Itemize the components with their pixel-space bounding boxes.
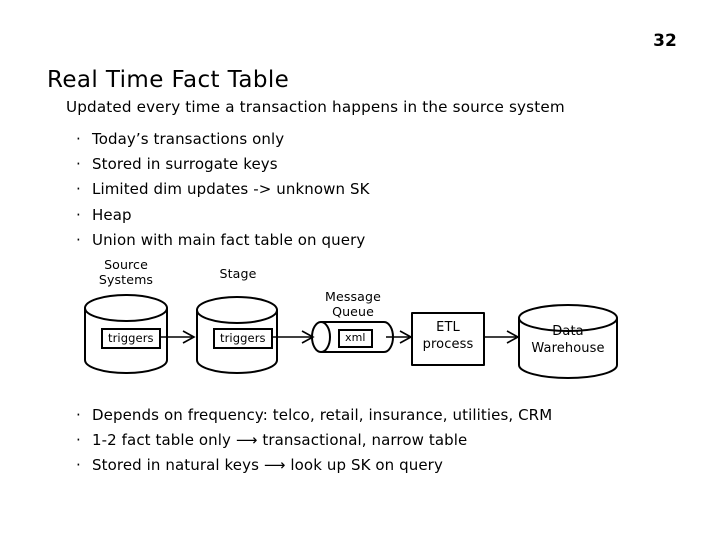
etl-process-label: ETL process — [412, 320, 484, 353]
page-number: 32 — [653, 31, 677, 51]
list-item: · Union with main fact table on query — [74, 228, 370, 253]
list-item-label: Stored in natural keys ⟶ look up SK on q… — [92, 456, 443, 474]
xml-payload-box: xml — [338, 329, 373, 348]
list-item-label: Stored in surrogate keys — [92, 155, 278, 174]
message-queue-label-line2: Queue — [332, 304, 374, 319]
list-item: · Limited dim updates -> unknown SK — [74, 177, 370, 202]
list-item: · Stored in natural keys ⟶ look up SK on… — [74, 453, 552, 478]
top-bullet-list: · Today’s transactions only · Stored in … — [74, 127, 370, 253]
slide-subtitle: Updated every time a transaction happens… — [66, 98, 565, 116]
list-item: · Heap — [74, 203, 370, 228]
source-systems-label-line2: Systems — [98, 272, 154, 287]
list-item: · Today’s transactions only — [74, 127, 370, 152]
connector-arrows — [155, 330, 520, 344]
data-warehouse-label-line2: Warehouse — [531, 340, 605, 356]
pipeline-diagram: Source Systems Stage Message Queue trigg… — [0, 252, 720, 397]
stage-triggers-box: triggers — [213, 328, 273, 349]
source-systems-label-line1: Source — [104, 257, 148, 272]
bullet-dot-icon: · — [76, 180, 81, 199]
list-item-label: Union with main fact table on query — [92, 230, 366, 249]
bottom-bullet-list: · Depends on frequency: telco, retail, i… — [74, 403, 552, 478]
etl-process-label-line1: ETL — [436, 320, 460, 335]
list-item: · 1-2 fact table only ⟶ transactional, n… — [74, 428, 552, 453]
data-warehouse-cylinder — [518, 304, 618, 379]
list-item: · Stored in surrogate keys — [74, 152, 370, 177]
list-item: · Depends on frequency: telco, retail, i… — [74, 403, 552, 428]
page-title: Real Time Fact Table — [47, 67, 290, 94]
list-item-label: Limited dim updates -> unknown SK — [92, 180, 370, 199]
bullet-dot-icon: · — [76, 230, 81, 249]
list-item-label: 1-2 fact table only ⟶ transactional, nar… — [92, 431, 468, 449]
list-item-label: Today’s transactions only — [92, 130, 285, 148]
bullet-dot-icon: · — [76, 155, 81, 174]
list-item-label: Depends on frequency: telco, retail, ins… — [92, 406, 553, 424]
bullet-dot-icon: · — [76, 456, 81, 474]
message-queue-label-line1: Message — [325, 289, 381, 304]
stage-label: Stage — [219, 266, 257, 281]
etl-process-label-line2: process — [422, 336, 474, 352]
data-warehouse-label: Data Warehouse — [518, 324, 618, 357]
source-systems-label: Source Systems — [66, 257, 186, 287]
etl-process-box — [411, 312, 485, 366]
bullet-dot-icon: · — [76, 205, 81, 224]
message-queue-label: Message Queue — [293, 289, 413, 319]
data-warehouse-label-line1: Data — [552, 324, 584, 339]
source-triggers-box: triggers — [101, 328, 161, 349]
bullet-dot-icon: · — [76, 406, 81, 424]
bullet-dot-icon: · — [76, 130, 81, 148]
list-item-label: Heap — [92, 205, 132, 224]
bullet-dot-icon: · — [76, 431, 81, 449]
